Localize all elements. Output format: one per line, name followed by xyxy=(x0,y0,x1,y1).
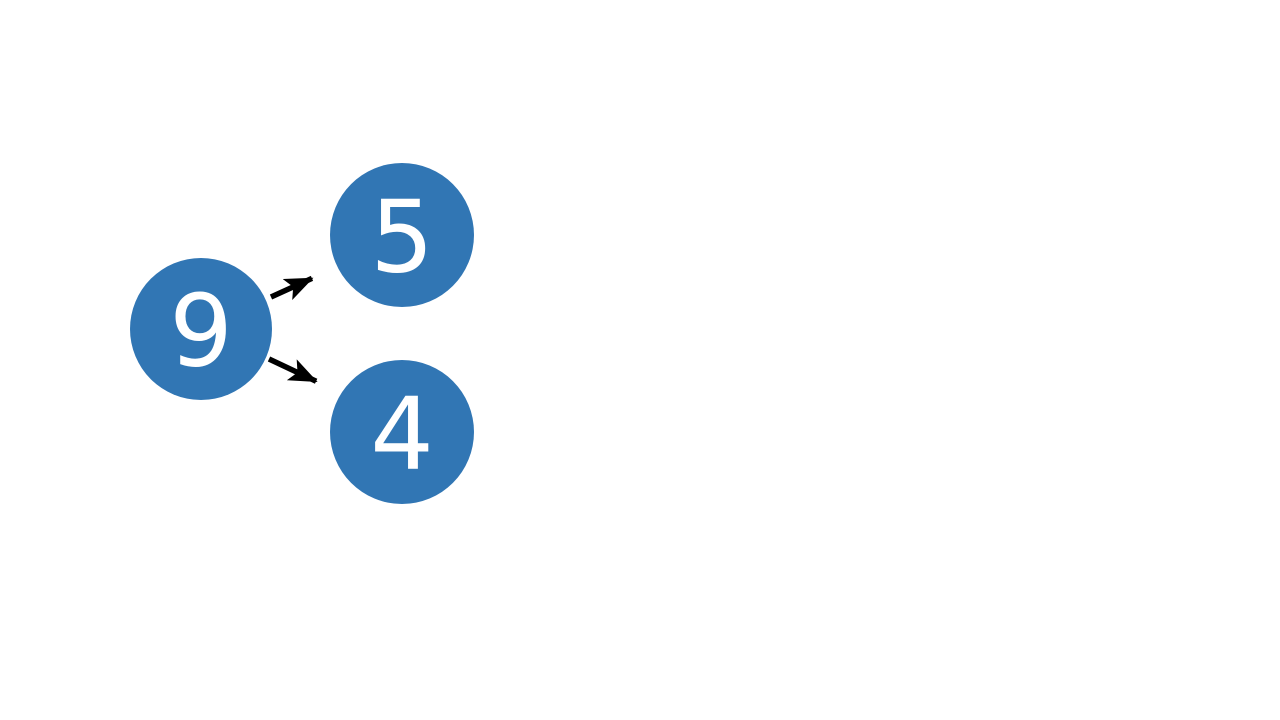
node-label-9: 9 xyxy=(169,273,233,390)
node-circle-5[interactable] xyxy=(330,163,474,307)
graph-node-5[interactable]: 5 xyxy=(330,163,474,307)
graph-node-4[interactable]: 4 xyxy=(330,360,474,504)
nodes-layer: 9 5 4 xyxy=(130,163,474,504)
edge-9-to-5[interactable] xyxy=(269,275,314,301)
node-circle-4[interactable] xyxy=(330,360,474,504)
edge-9-to-4[interactable] xyxy=(267,356,318,384)
node-label-4: 4 xyxy=(370,376,434,493)
node-label-5: 5 xyxy=(370,179,434,296)
node-circle-9[interactable] xyxy=(130,258,272,400)
graph-node-9[interactable]: 9 xyxy=(130,258,272,400)
edges-layer xyxy=(267,275,318,384)
